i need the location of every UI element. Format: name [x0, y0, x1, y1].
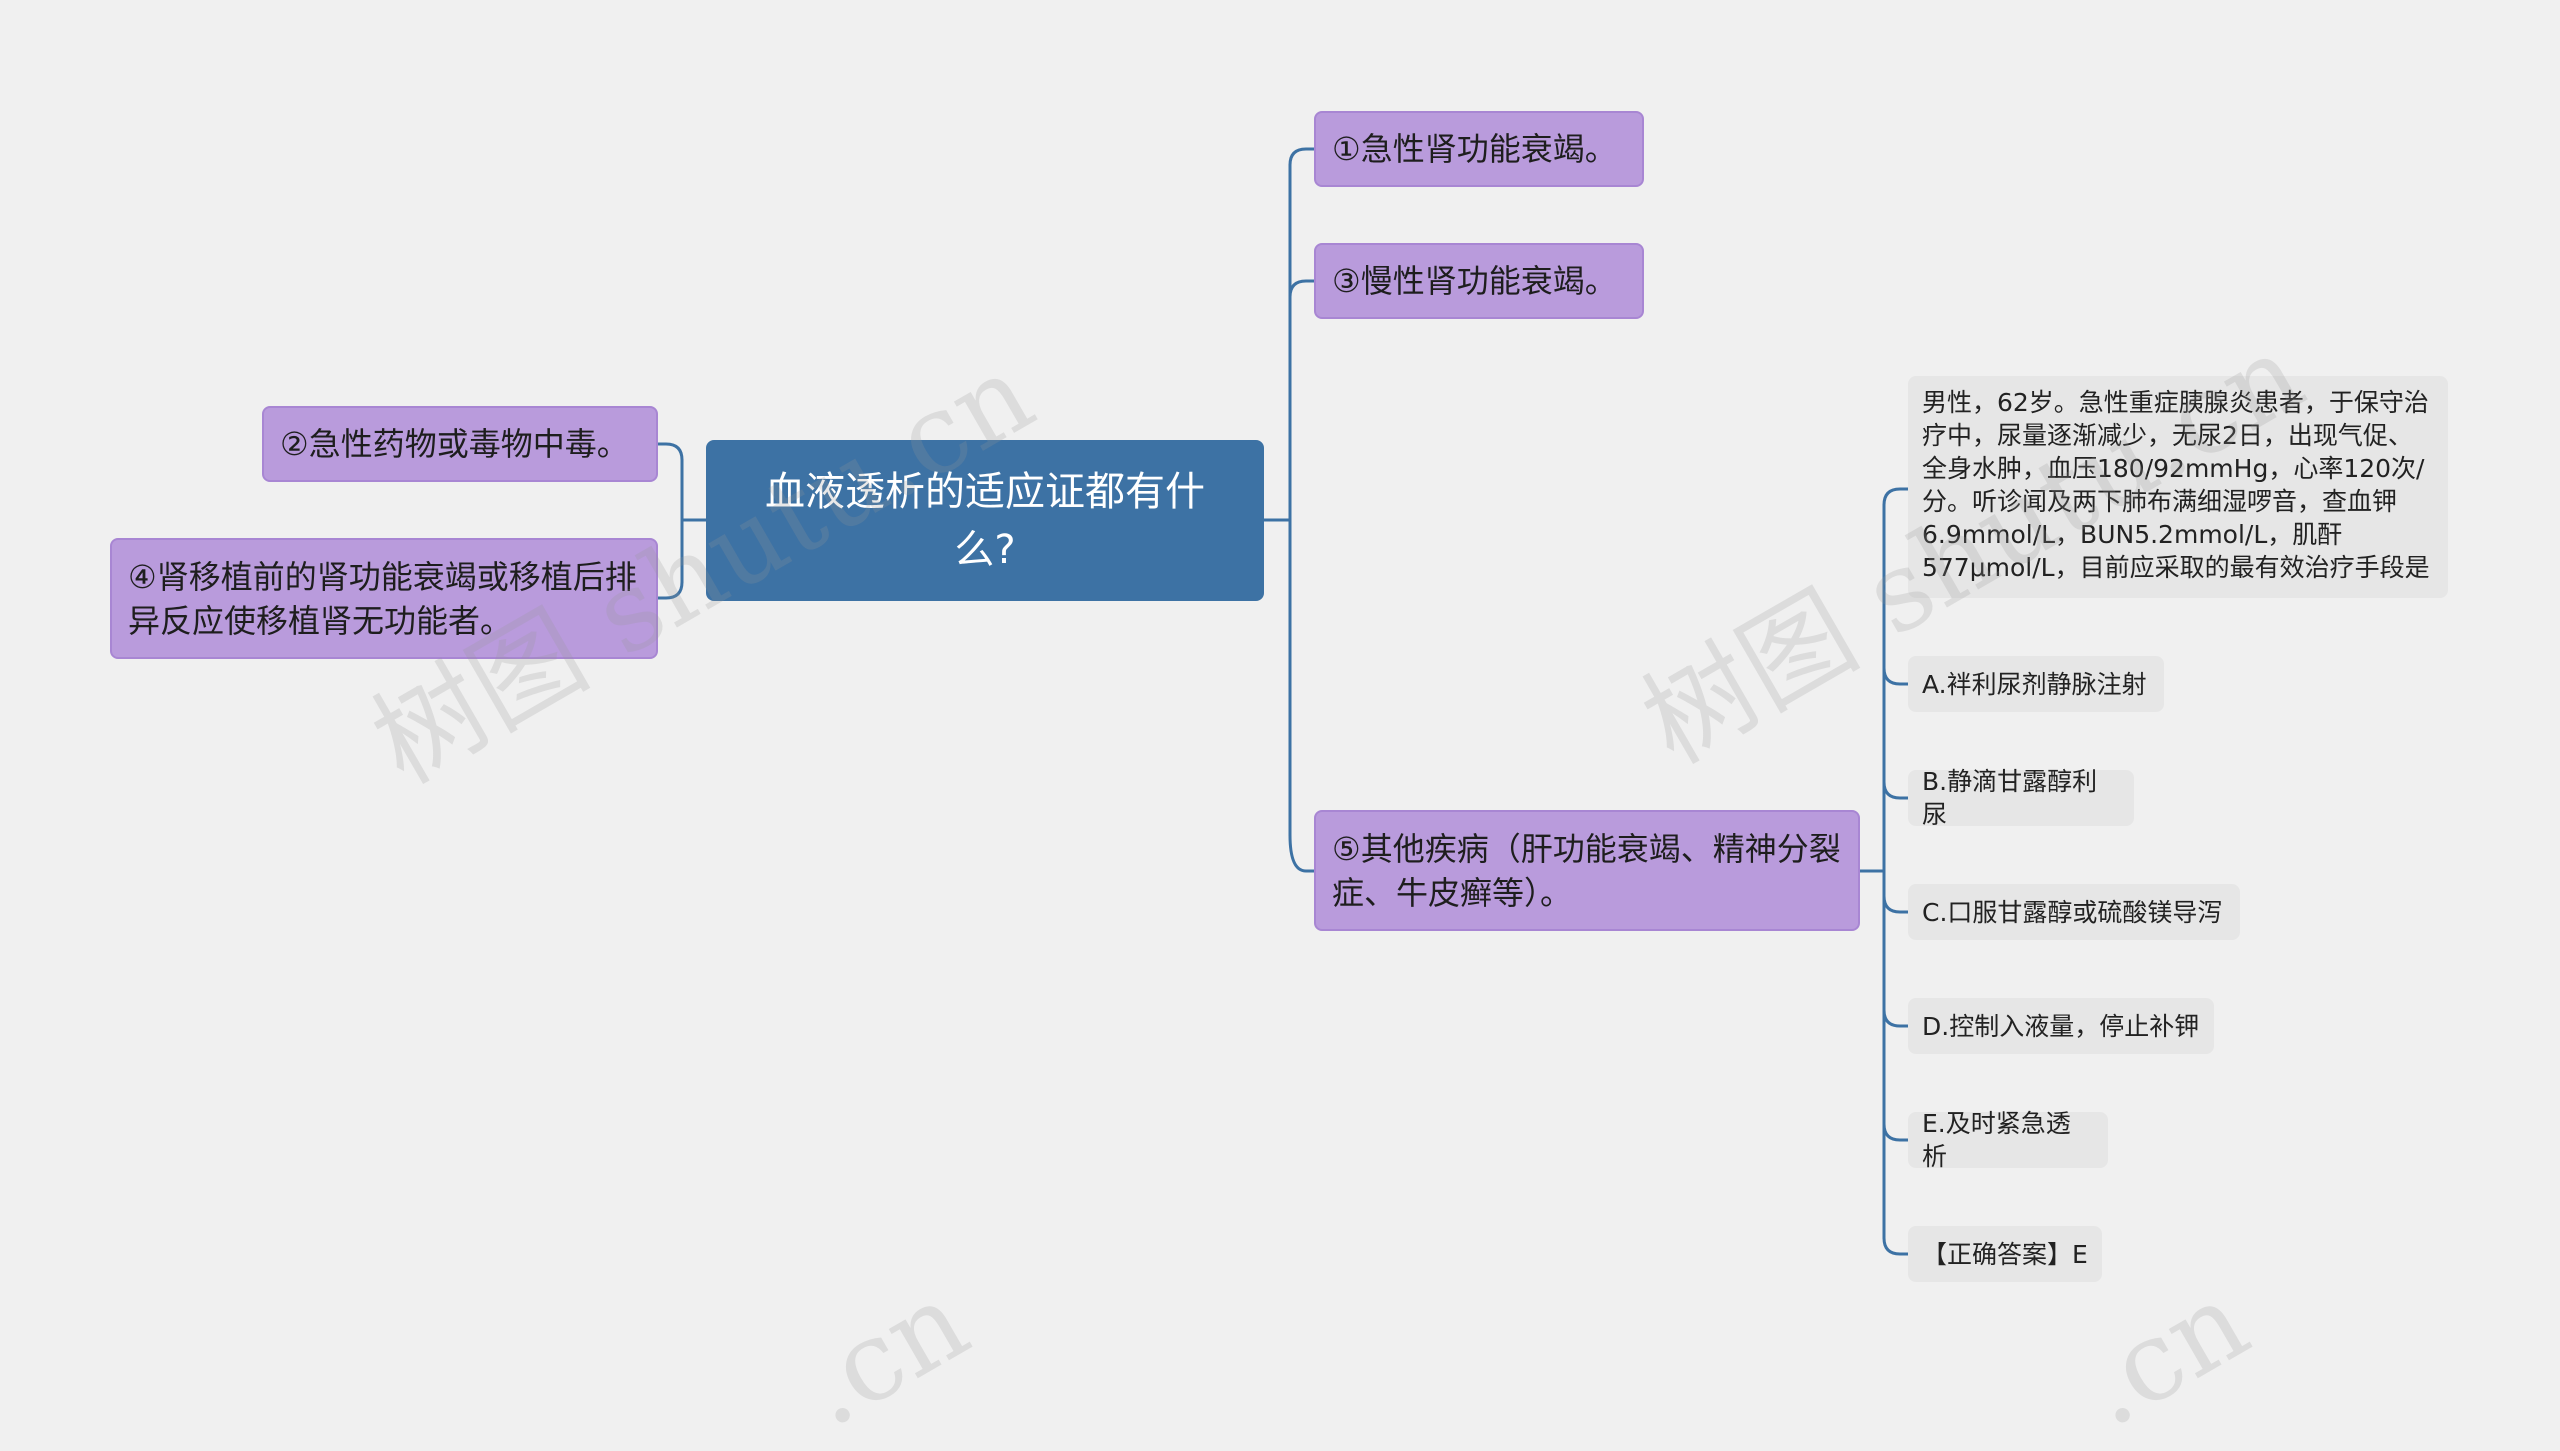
- leaf-option-d[interactable]: D.控制入液量，停止补钾: [1908, 998, 2214, 1054]
- answer-label: 【正确答案】E: [1922, 1239, 2088, 1269]
- mindmap-canvas: 血液透析的适应证都有什么? ①急性肾功能衰竭。 ③慢性肾功能衰竭。 ②急性药物或…: [110, 111, 2448, 1451]
- branch-label: ④肾移植前的肾功能衰竭或移植后排异反应使移植肾无功能者。: [128, 557, 637, 640]
- branch-label: ③慢性肾功能衰竭。: [1332, 262, 1617, 300]
- leaf-option-e[interactable]: E.及时紧急透析: [1908, 1109, 2108, 1171]
- root-topic-label: 血液透析的适应证都有什么?: [765, 468, 1205, 573]
- branch-label: ⑤其他疾病（肝功能衰竭、精神分裂症、牛皮癣等）。: [1332, 829, 1841, 912]
- branch-other-diseases[interactable]: ⑤其他疾病（肝功能衰竭、精神分裂症、牛皮癣等）。: [1314, 810, 1860, 931]
- connector-to-b1: [1288, 147, 1316, 167]
- leaf-option-b[interactable]: B.静滴甘露醇利尿: [1908, 767, 2134, 829]
- branch-acute-renal-failure[interactable]: ①急性肾功能衰竭。: [1314, 111, 1644, 187]
- option-label: D.控制入液量，停止补钾: [1922, 1011, 2200, 1041]
- option-label: A.袢利尿剂静脉注射: [1922, 669, 2147, 699]
- leaf-option-a[interactable]: A.袢利尿剂静脉注射: [1908, 656, 2164, 712]
- connector-lines: [656, 147, 1910, 1256]
- connector-to-c: [1882, 894, 1910, 914]
- connector-to-b4: [656, 580, 684, 600]
- root-topic[interactable]: 血液透析的适应证都有什么?: [706, 440, 1264, 601]
- connector-to-b3: [1288, 279, 1316, 299]
- connector-to-e: [1882, 1122, 1910, 1142]
- option-label: B.静滴甘露醇利尿: [1922, 767, 2098, 829]
- connector-to-b5: [1288, 833, 1316, 873]
- branch-kidney-transplant[interactable]: ④肾移植前的肾功能衰竭或移植后排异反应使移植肾无功能者。: [110, 538, 658, 659]
- connector-to-question: [1882, 487, 1910, 507]
- leaf-question[interactable]: 男性，62岁。急性重症胰腺炎患者，于保守治疗中，尿量逐渐减少，无尿2日，出现气促…: [1908, 376, 2448, 598]
- branch-chronic-renal-failure[interactable]: ③慢性肾功能衰竭。: [1314, 243, 1644, 319]
- option-label: C.口服甘露醇或硫酸镁导泻: [1922, 897, 2223, 927]
- option-label: E.及时紧急透析: [1922, 1109, 2071, 1171]
- connector-to-b2: [656, 442, 684, 462]
- connector-to-b: [1882, 780, 1910, 800]
- branch-label: ②急性药物或毒物中毒。: [280, 425, 629, 463]
- connector-to-d: [1882, 1008, 1910, 1028]
- leaf-correct-answer[interactable]: 【正确答案】E: [1908, 1226, 2102, 1282]
- question-text: 男性，62岁。急性重症胰腺炎患者，于保守治疗中，尿量逐渐减少，无尿2日，出现气促…: [1922, 388, 2430, 582]
- connector-to-a: [1882, 666, 1910, 686]
- leaf-option-c[interactable]: C.口服甘露醇或硫酸镁导泻: [1908, 884, 2240, 940]
- connector-to-answer: [1882, 1236, 1910, 1256]
- branch-label: ①急性肾功能衰竭。: [1332, 130, 1617, 168]
- branch-drug-poisoning[interactable]: ②急性药物或毒物中毒。: [262, 406, 658, 482]
